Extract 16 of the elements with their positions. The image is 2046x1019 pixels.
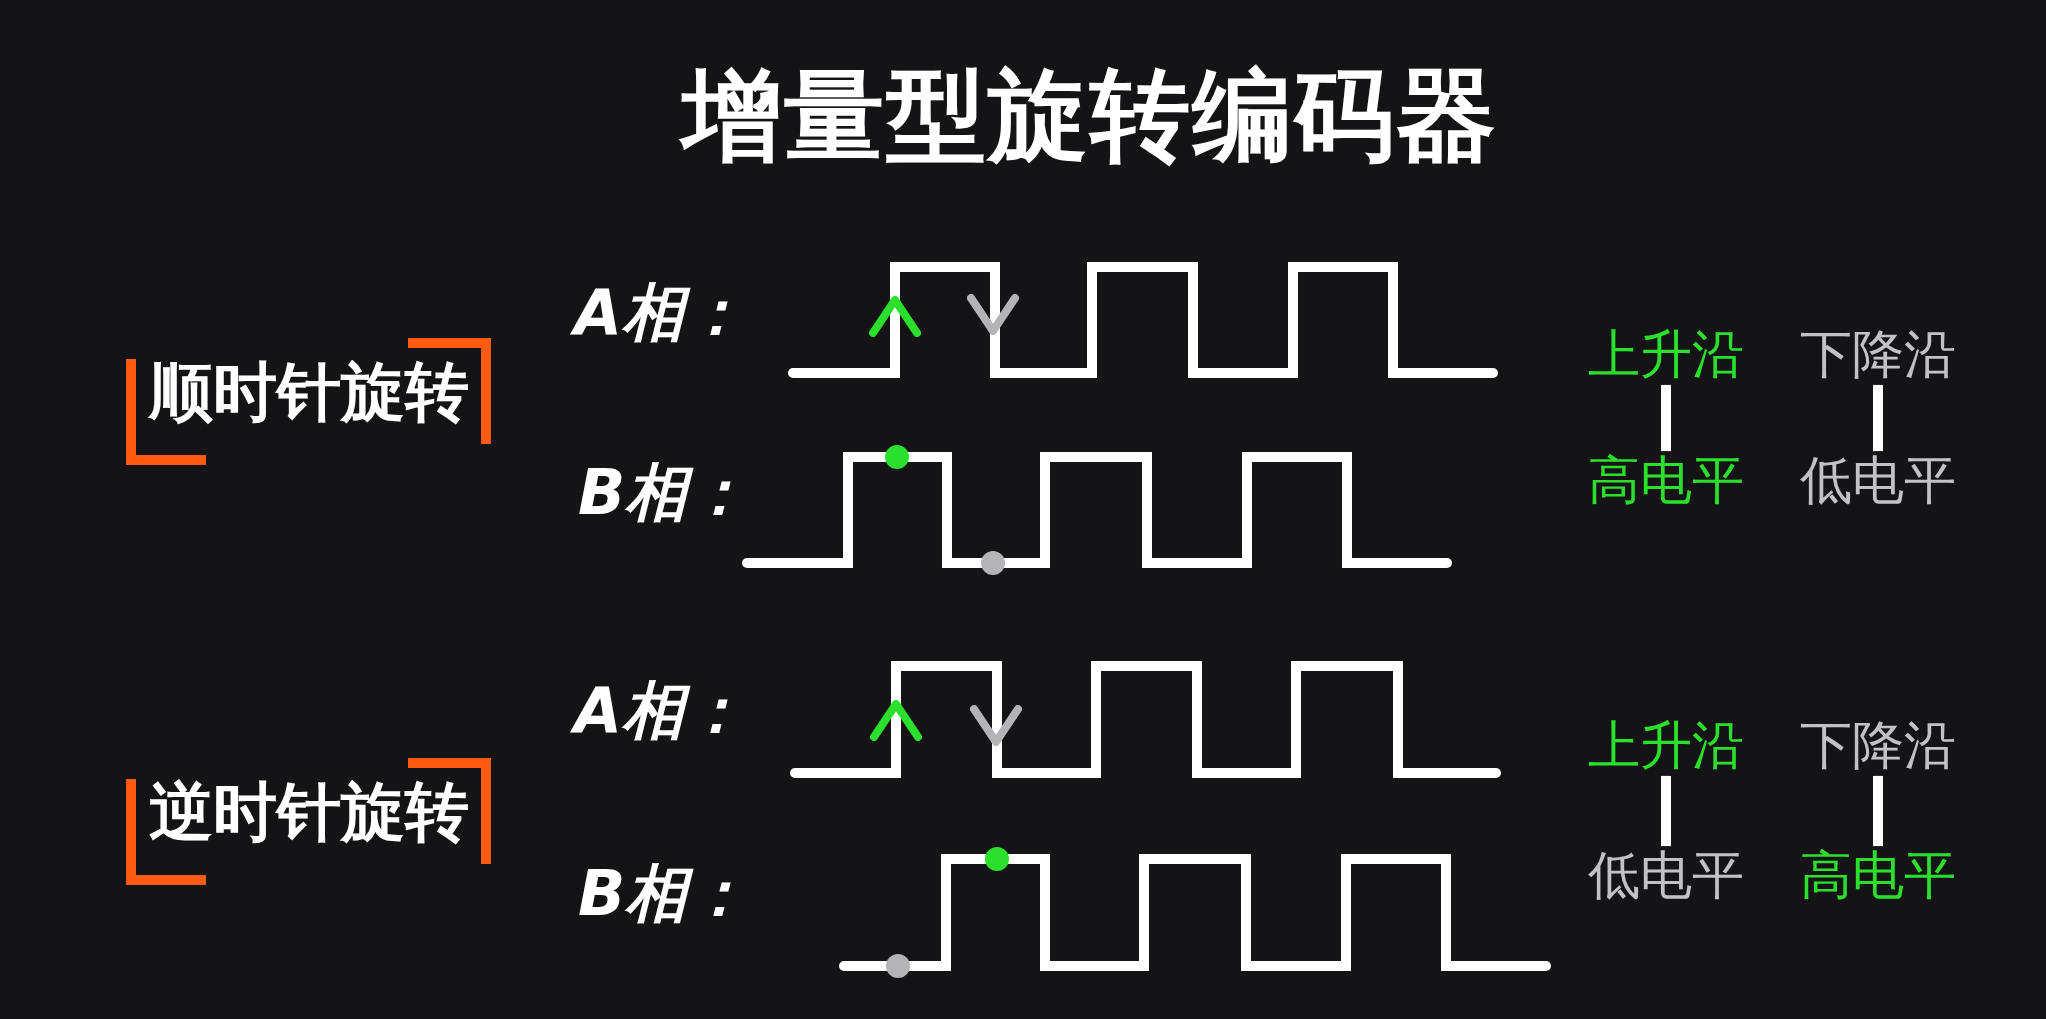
frame-label: 顺时针旋转 (147, 354, 470, 431)
phase-label: B相： (578, 457, 750, 529)
term-label: 高电平 (1588, 451, 1744, 511)
connector-line (1661, 775, 1671, 847)
term-label: 下降沿 (1800, 325, 1956, 385)
term-label: 低电平 (1800, 451, 1956, 511)
connector-line (1873, 775, 1883, 847)
term-label: 上升沿 (1588, 716, 1744, 776)
frame-label: 逆时针旋转 (147, 774, 470, 851)
connector-line (1661, 384, 1671, 452)
phase-label: B相： (578, 858, 750, 930)
term-label: 高电平 (1800, 846, 1956, 906)
connector-line (1873, 384, 1883, 452)
term-label: 上升沿 (1588, 325, 1744, 385)
term-label: 下降沿 (1800, 716, 1956, 776)
term-label: 低电平 (1588, 846, 1744, 906)
